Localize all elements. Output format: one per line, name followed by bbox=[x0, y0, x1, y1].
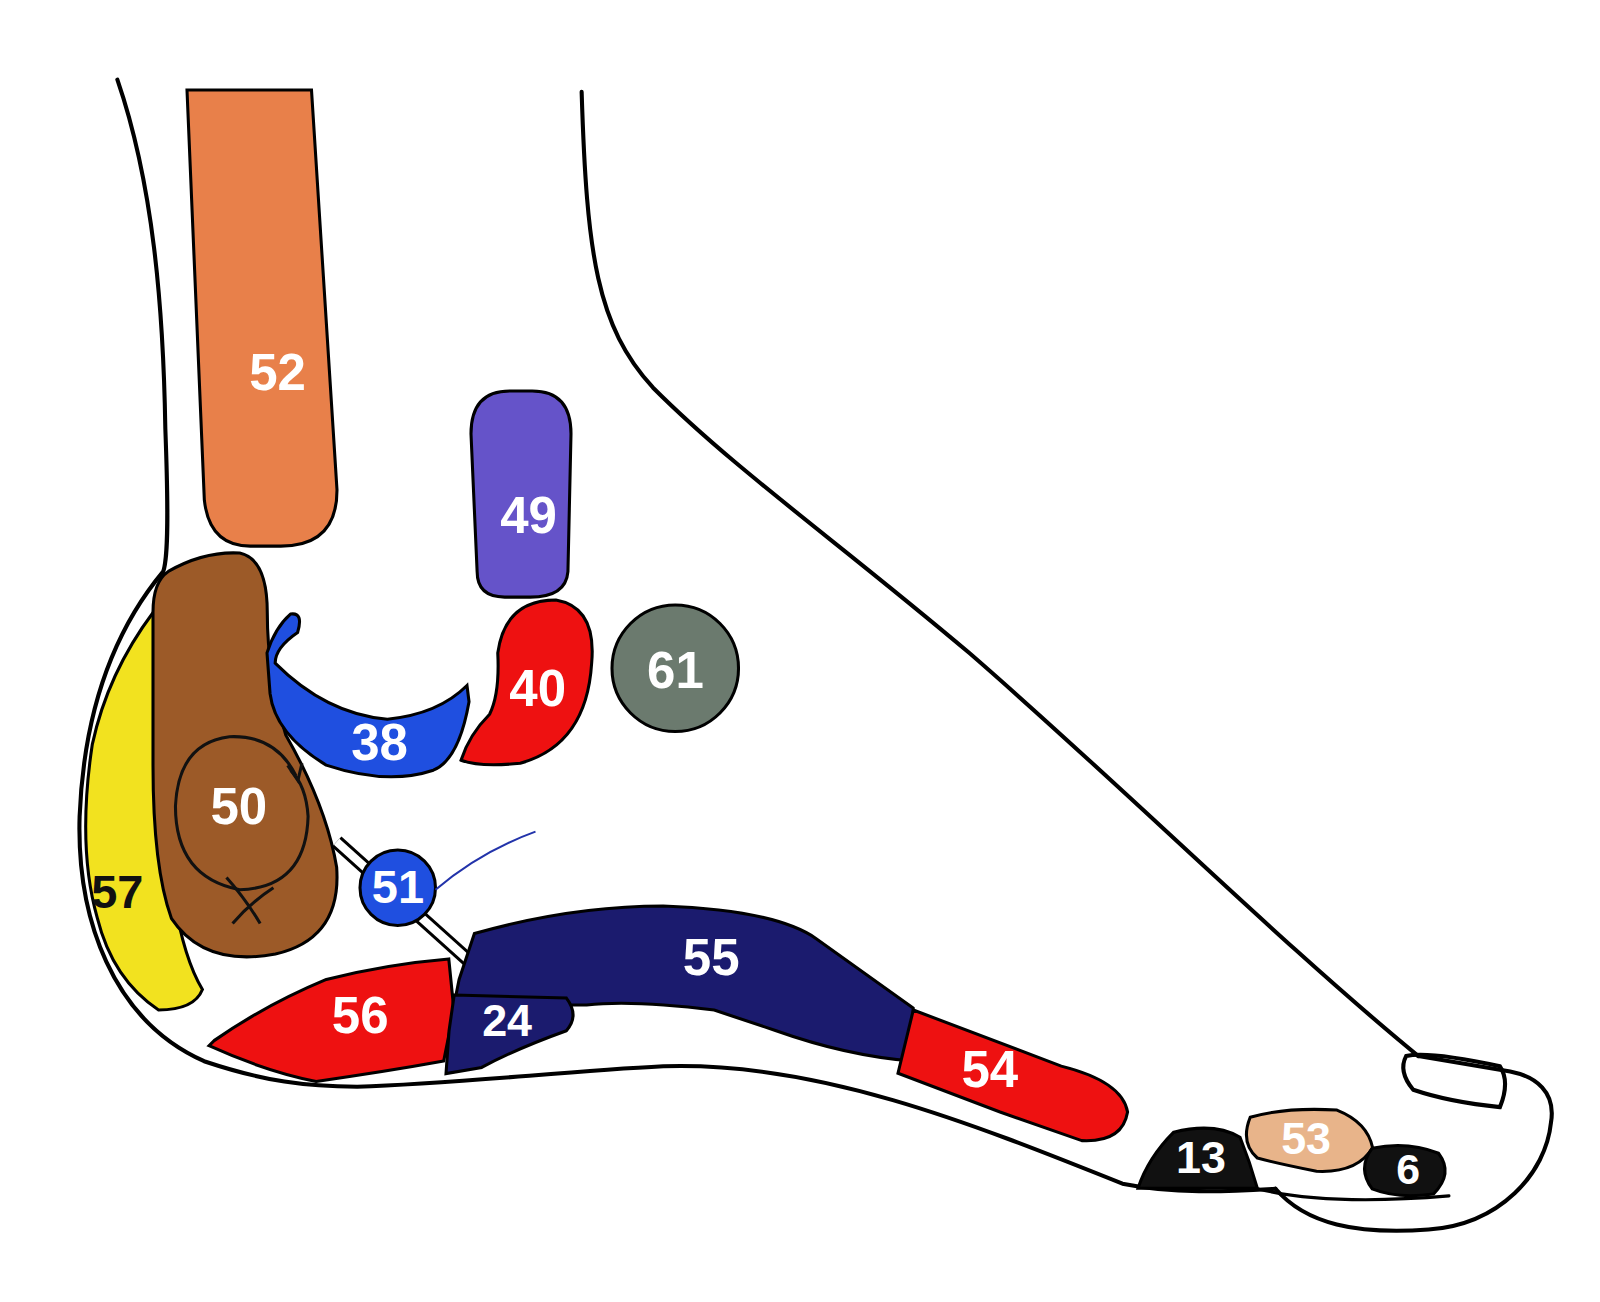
reflex-zone: 61 bbox=[612, 605, 739, 732]
reflex-zone: 38 bbox=[267, 610, 469, 783]
zone-number: 50 bbox=[210, 781, 267, 832]
reflex-zone: 6 bbox=[1362, 1141, 1454, 1199]
zone-shape bbox=[209, 959, 454, 1081]
reflex-zone: 54 bbox=[898, 1010, 1128, 1143]
reflex-zone: 52 bbox=[187, 90, 337, 546]
reflex-zone: 51 bbox=[360, 850, 436, 926]
zone-number: 49 bbox=[500, 490, 557, 541]
zone-number: 24 bbox=[482, 999, 532, 1044]
reflex-zone: 53 bbox=[1240, 1107, 1373, 1171]
zone-number: 51 bbox=[372, 864, 424, 911]
zone-number: 57 bbox=[91, 869, 143, 916]
reflex-zone: 13 bbox=[1138, 1122, 1257, 1188]
reflex-zone: 56 bbox=[209, 959, 454, 1081]
reflex-zone: 50 bbox=[153, 551, 342, 967]
zone-number: 38 bbox=[351, 717, 408, 768]
zone-shape bbox=[153, 551, 342, 967]
reflex-zone: 40 bbox=[459, 600, 595, 767]
zone-number: 6 bbox=[1396, 1148, 1420, 1191]
zone-number: 52 bbox=[249, 347, 306, 398]
zone-number: 54 bbox=[961, 1044, 1018, 1095]
reflex-zone: 49 bbox=[471, 391, 571, 597]
zone-number: 61 bbox=[647, 645, 704, 696]
zone-number: 53 bbox=[1281, 1117, 1331, 1162]
zone-number: 55 bbox=[683, 932, 740, 983]
zone-number: 40 bbox=[509, 663, 566, 714]
zone-number: 56 bbox=[332, 990, 389, 1041]
zone-shape bbox=[187, 90, 337, 546]
zone-number: 13 bbox=[1176, 1136, 1226, 1181]
reflex-zone: 24 bbox=[446, 995, 577, 1074]
